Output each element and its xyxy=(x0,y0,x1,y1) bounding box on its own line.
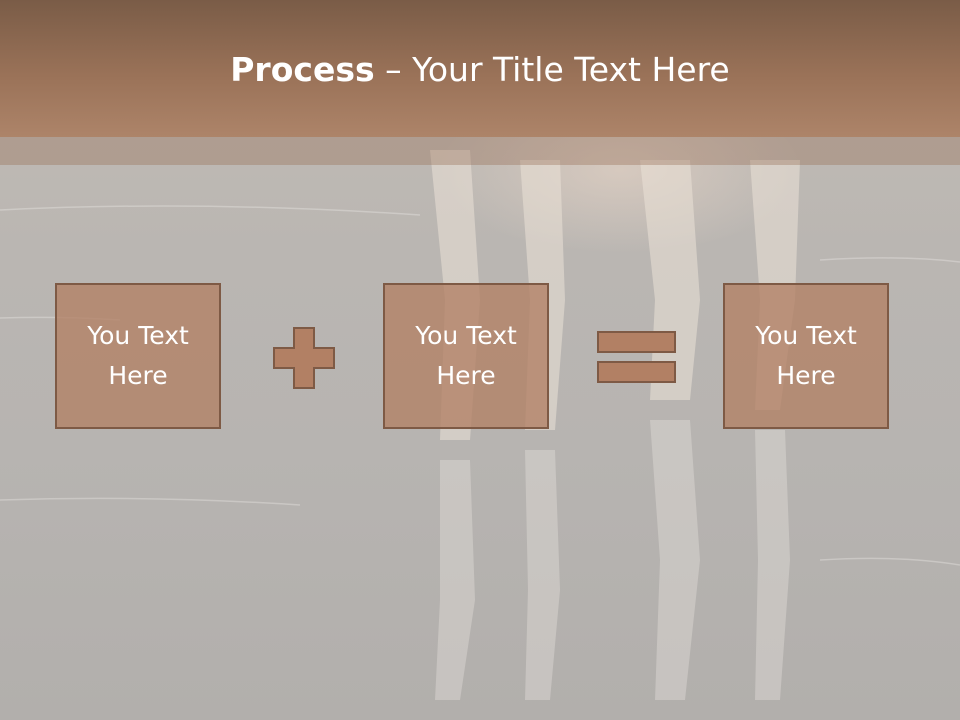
plus-icon xyxy=(273,327,335,389)
process-box-2-text: You Text Here xyxy=(415,321,517,390)
title-bold: Process xyxy=(230,50,375,89)
slide-title: Process – Your Title Text Here xyxy=(0,50,960,89)
equals-icon xyxy=(597,331,676,383)
header-strip xyxy=(0,137,960,165)
process-box-1: You Text Here xyxy=(55,283,221,429)
header-bar xyxy=(0,0,960,137)
process-box-1-text: You Text Here xyxy=(87,321,189,390)
process-box-3-text: You Text Here xyxy=(755,321,857,390)
title-rest: – Your Title Text Here xyxy=(374,50,730,89)
process-box-2: You Text Here xyxy=(383,283,549,429)
process-box-3: You Text Here xyxy=(723,283,889,429)
